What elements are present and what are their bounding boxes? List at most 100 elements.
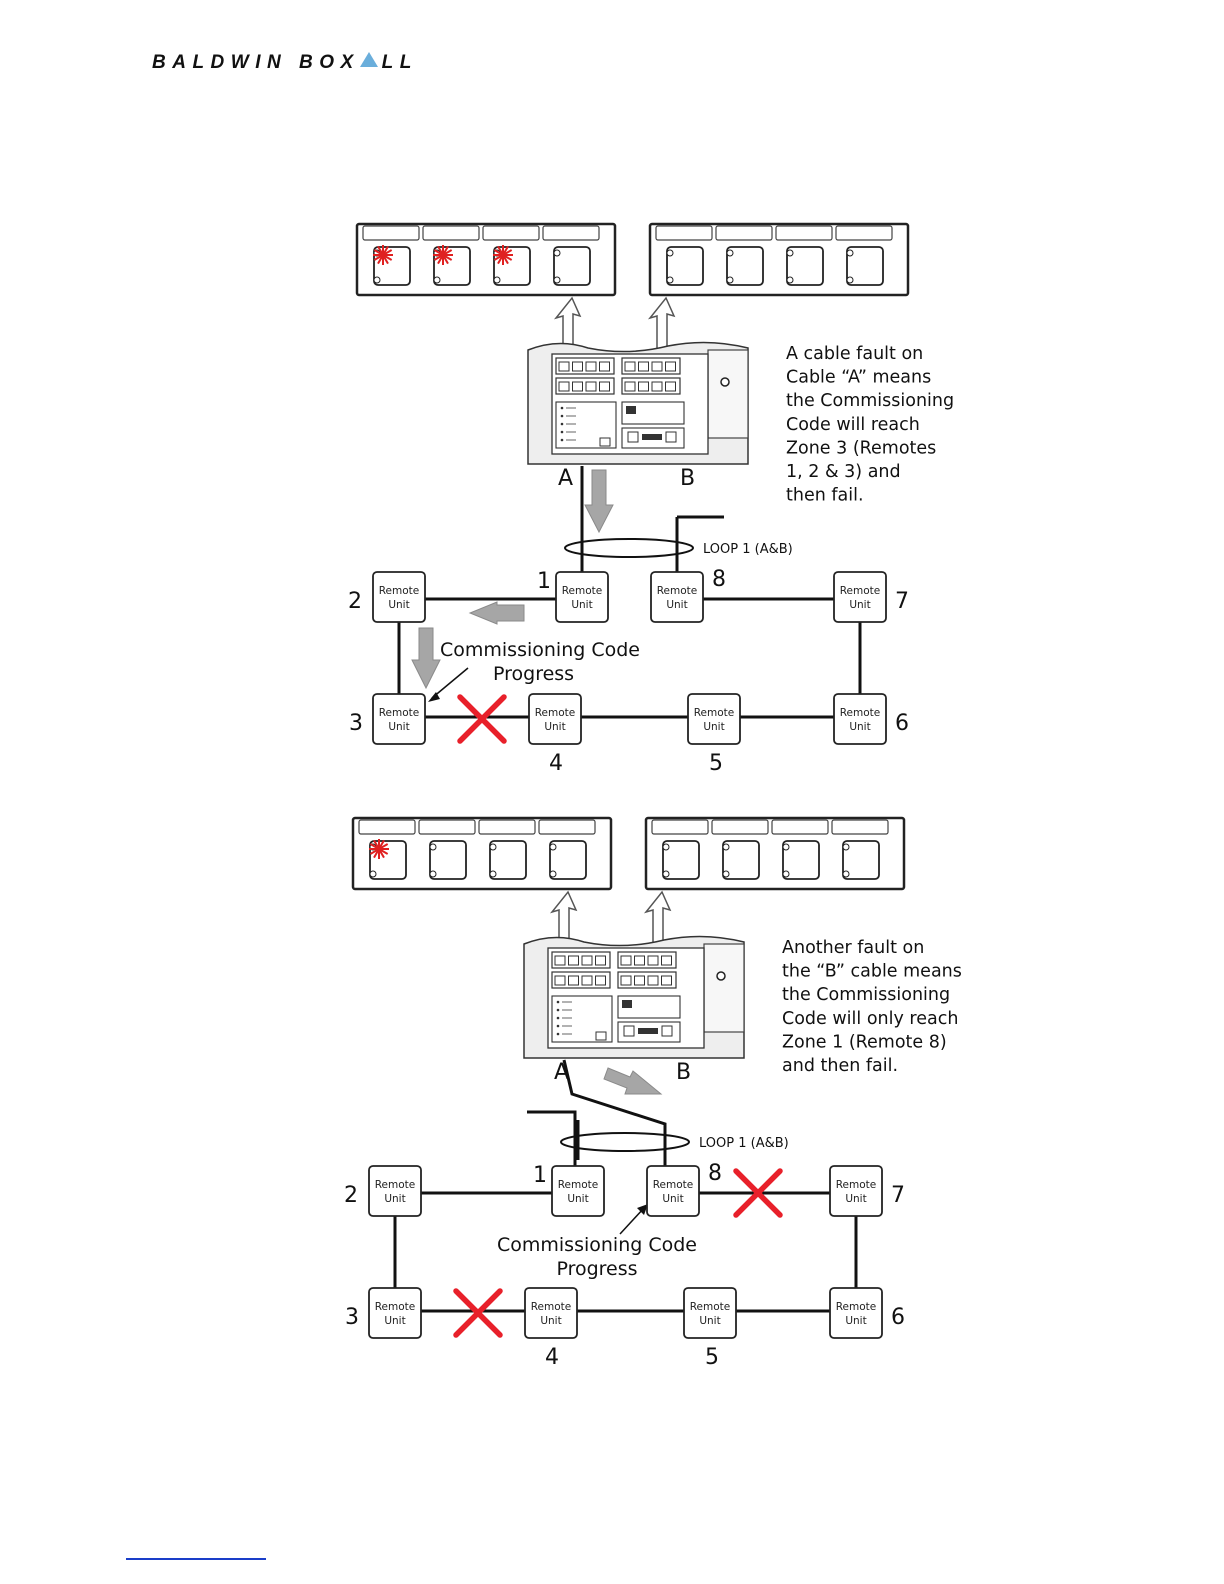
zone-button — [554, 955, 566, 966]
zone-label-tab — [771, 819, 829, 835]
zone-button — [585, 381, 597, 392]
node-number-8: 8 — [708, 1161, 722, 1186]
progress-arrow-left — [468, 601, 525, 625]
caption-line: Zone 3 (Remotes — [786, 438, 936, 458]
remote-unit-box — [555, 571, 609, 623]
zone-led — [553, 276, 561, 284]
node-number-7: 7 — [895, 589, 909, 614]
remote-unit-label-line2: Unit — [540, 1315, 561, 1327]
remote-unit-box — [372, 693, 426, 745]
zone-button — [647, 975, 659, 986]
node-number-1: 1 — [533, 1163, 547, 1188]
zone-button — [665, 361, 676, 372]
progress-pointer-head — [428, 692, 440, 702]
node-number-6: 6 — [895, 711, 909, 736]
cable-a-label: A — [558, 466, 573, 491]
remote-unit-label-line1: Remote — [531, 1301, 572, 1313]
control-key — [661, 1025, 673, 1037]
zone-indicator-box — [549, 840, 587, 880]
control-key — [627, 431, 639, 443]
remote-unit-label-line2: Unit — [703, 721, 724, 733]
status-led — [560, 422, 564, 426]
remote-unit-label-line1: Remote — [690, 1301, 731, 1313]
remote-unit-label-line2: Unit — [662, 1193, 683, 1205]
alarm-star-icon — [369, 839, 389, 859]
remote-unit-box — [524, 1287, 578, 1339]
zone-button — [572, 381, 583, 392]
caption-line: Code will reach — [786, 415, 920, 435]
zone-button — [647, 955, 659, 966]
remote-unit-label-line2: Unit — [666, 599, 687, 611]
caption-line: Zone 1 (Remote 8) — [782, 1032, 947, 1052]
zone-button — [620, 955, 632, 966]
loop-ring — [564, 538, 694, 558]
alarm-star-icon — [433, 245, 453, 265]
zone-led — [726, 249, 734, 257]
remote-unit-label-line2: Unit — [388, 721, 409, 733]
remote-unit-box — [683, 1287, 737, 1339]
caption-line: A cable fault on — [786, 344, 923, 364]
node-number-3: 3 — [349, 711, 363, 736]
display-window — [617, 995, 681, 1019]
status-led — [556, 1032, 560, 1036]
node-number-1: 1 — [537, 569, 551, 594]
zone-led — [373, 276, 381, 284]
remote-unit-box — [372, 571, 426, 623]
zone-led — [846, 249, 854, 257]
fault-cross-stroke — [457, 694, 507, 744]
node-number-7: 7 — [891, 1183, 905, 1208]
door-lock-icon — [720, 377, 730, 387]
remote-unit-box — [833, 693, 887, 745]
zone-label-tab — [478, 819, 536, 835]
zone-button — [581, 975, 593, 986]
remote-unit-box — [368, 1287, 422, 1339]
cable-a — [562, 1059, 667, 1166]
progress-label-line2: Progress — [556, 1258, 637, 1280]
zone-label-tab — [482, 225, 540, 241]
zone-button — [651, 361, 663, 372]
progress-pointer-head — [637, 1204, 648, 1215]
zone-led — [433, 276, 441, 284]
progress-label-line2: Progress — [493, 663, 574, 685]
caption-line: Another fault on — [782, 938, 924, 958]
progress-pointer — [431, 667, 469, 699]
remote-unit-box — [528, 693, 582, 745]
zone-label-tab — [831, 819, 889, 835]
display-logo — [622, 1000, 632, 1008]
caption-line: 1, 2 & 3) and — [786, 462, 901, 482]
brand-name-part2: LL — [381, 52, 418, 73]
zone-button — [620, 975, 632, 986]
zone-label-tab — [775, 225, 833, 241]
loop-label: LOOP 1 (A&B) — [703, 542, 793, 557]
zone-button — [665, 381, 676, 392]
remote-unit-label-line1: Remote — [379, 585, 420, 597]
status-led — [560, 430, 564, 434]
controller-door — [707, 349, 749, 439]
star-core — [500, 252, 506, 258]
zone-led — [369, 870, 377, 878]
node-number-4: 4 — [545, 1345, 559, 1370]
zone-label-tab — [542, 225, 600, 241]
remote-unit-label-line2: Unit — [845, 1315, 866, 1327]
panel-frame — [644, 816, 906, 891]
caption-line: Cable “A” means — [786, 368, 931, 388]
display-logo — [626, 406, 636, 414]
remote-unit-label-line1: Remote — [379, 707, 420, 719]
remote-unit-box — [833, 571, 887, 623]
zone-button — [638, 381, 649, 392]
zone-button — [572, 361, 583, 372]
zone-indicator-box — [726, 246, 764, 286]
cable-b-label: B — [680, 466, 695, 491]
zone-led — [666, 276, 674, 284]
zone-led — [786, 249, 794, 257]
node-number-4: 4 — [549, 751, 563, 776]
status-led — [556, 1000, 560, 1004]
zone-label-tab — [655, 225, 713, 241]
